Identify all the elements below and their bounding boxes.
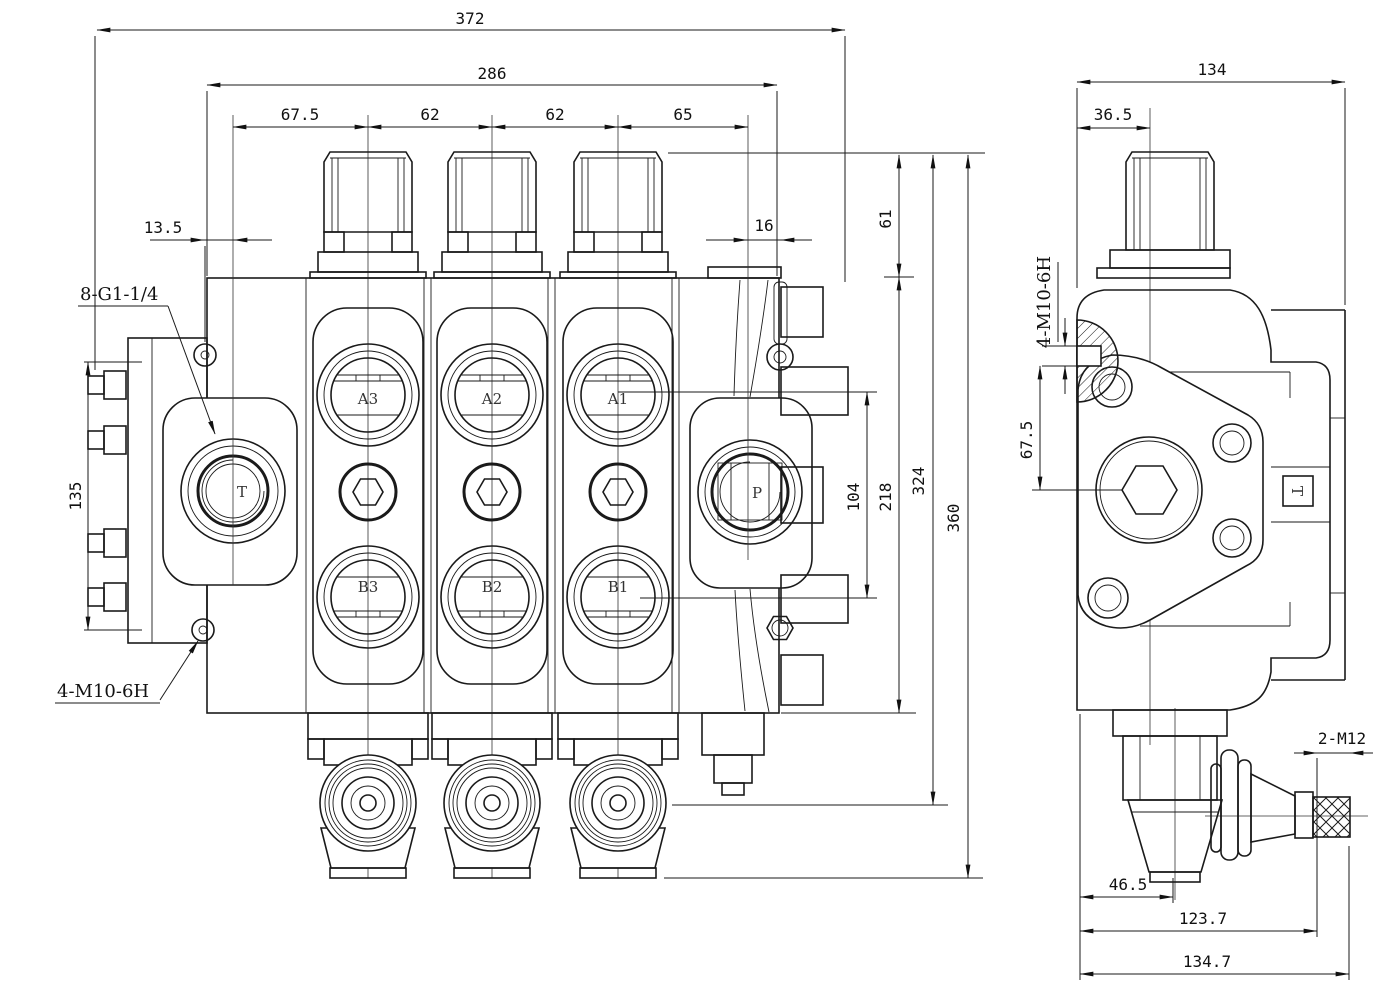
tank-boss <box>162 397 298 586</box>
label-port-threads: 8-G1-1/4 <box>78 284 216 435</box>
threaded-rod <box>1312 796 1351 838</box>
hex-screw <box>766 615 794 641</box>
dim-body-width: 286 <box>206 64 778 88</box>
dim-total-width: 372 <box>96 9 846 33</box>
front-view: T P <box>55 9 985 880</box>
bolt-hole <box>1212 423 1252 463</box>
mount-hole-top <box>193 343 217 367</box>
dim-body-height: 218 <box>876 276 902 714</box>
stud-bolt <box>87 582 127 612</box>
dim-section-spacing: 67.5 62 62 65 <box>232 105 749 130</box>
port-label-b2: B2 <box>482 578 503 596</box>
svg-text:36.5: 36.5 <box>1094 105 1133 124</box>
right-cover: P <box>689 266 849 796</box>
dim-cap-height: 61 <box>876 154 902 278</box>
dim-bottom-offset: 46.5 <box>1079 875 1174 900</box>
mount-hole-bottom <box>191 618 215 642</box>
dim-center-offset: 67.5 <box>1017 365 1043 491</box>
svg-text:135: 135 <box>66 482 85 511</box>
port-label-a3: A3 <box>357 390 378 408</box>
svg-text:4-M10-6H: 4-M10-6H <box>1034 256 1055 348</box>
svg-text:324: 324 <box>909 467 928 496</box>
label-rod-thread: 2-M12 <box>1294 729 1373 756</box>
bolt-hole <box>1087 577 1129 619</box>
dim-total-height: 360 <box>944 154 971 879</box>
svg-text:123.7: 123.7 <box>1179 909 1227 928</box>
side-label-mounting-thread: 4-M10-6H <box>1034 256 1068 394</box>
svg-text:61: 61 <box>876 209 895 228</box>
dim-side-total-width: 134 <box>1076 60 1346 85</box>
label-mounting-thread: 4-M10-6H <box>55 640 199 704</box>
svg-text:134.7: 134.7 <box>1183 952 1231 971</box>
dim-spool-offset: 36.5 <box>1076 105 1151 131</box>
svg-text:218: 218 <box>876 483 895 512</box>
svg-text:62: 62 <box>545 105 564 124</box>
port-label-a1: A1 <box>607 390 628 408</box>
pressure-boss <box>689 397 813 589</box>
svg-text:360: 360 <box>944 504 963 533</box>
dim-lever-reach: 123.7 <box>1079 909 1318 934</box>
stud-bolt <box>87 528 127 558</box>
side-cap <box>1096 151 1231 279</box>
svg-text:46.5: 46.5 <box>1109 875 1148 894</box>
svg-text:8-G1-1/4: 8-G1-1/4 <box>80 284 158 305</box>
svg-text:372: 372 <box>456 9 485 28</box>
dim-flange-height: 135 <box>66 361 91 631</box>
stud-bolt <box>87 370 127 400</box>
dim-hole-offset: 13.5 <box>144 218 272 243</box>
port-label-a2: A2 <box>481 390 502 408</box>
left-cover: T <box>87 337 298 644</box>
side-view: T <box>1017 60 1373 980</box>
svg-text:67.5: 67.5 <box>1017 421 1036 460</box>
section-3 <box>306 113 430 880</box>
dim-lever-slot: 16 <box>706 216 812 243</box>
port-label-p: P <box>752 484 762 502</box>
svg-text:62: 62 <box>420 105 439 124</box>
svg-text:134: 134 <box>1198 60 1227 79</box>
port-label-b3: B3 <box>358 578 379 596</box>
side-body: T <box>1076 289 1346 711</box>
svg-text:4-M10-6H: 4-M10-6H <box>57 681 149 702</box>
svg-text:67.5: 67.5 <box>281 105 320 124</box>
section-1 <box>556 113 680 880</box>
port-label-b1: B1 <box>608 578 629 596</box>
svg-text:16: 16 <box>754 216 773 235</box>
tank-marker: T <box>1288 486 1306 496</box>
svg-text:286: 286 <box>478 64 507 83</box>
bolt-hole <box>1212 518 1252 558</box>
lever-pin-hole <box>766 343 794 371</box>
svg-text:65: 65 <box>673 105 692 124</box>
side-bottom-assembly <box>1112 709 1351 883</box>
port-label-t: T <box>237 483 247 501</box>
side-extension-lines <box>1032 88 1350 980</box>
dim-port-spacing: 104 <box>844 391 870 599</box>
dim-overall-length: 134.7 <box>1079 952 1350 977</box>
stud-bolt <box>87 425 127 455</box>
section-2 <box>430 113 554 880</box>
dim-to-spool-center: 324 <box>909 154 936 806</box>
relief-valve <box>701 712 765 756</box>
hex-socket <box>1121 465 1178 515</box>
svg-text:104: 104 <box>844 483 863 512</box>
extension-lines <box>84 36 985 879</box>
svg-text:2-M12: 2-M12 <box>1318 729 1366 748</box>
svg-text:13.5: 13.5 <box>144 218 183 237</box>
tank-marker-box <box>1282 475 1314 507</box>
